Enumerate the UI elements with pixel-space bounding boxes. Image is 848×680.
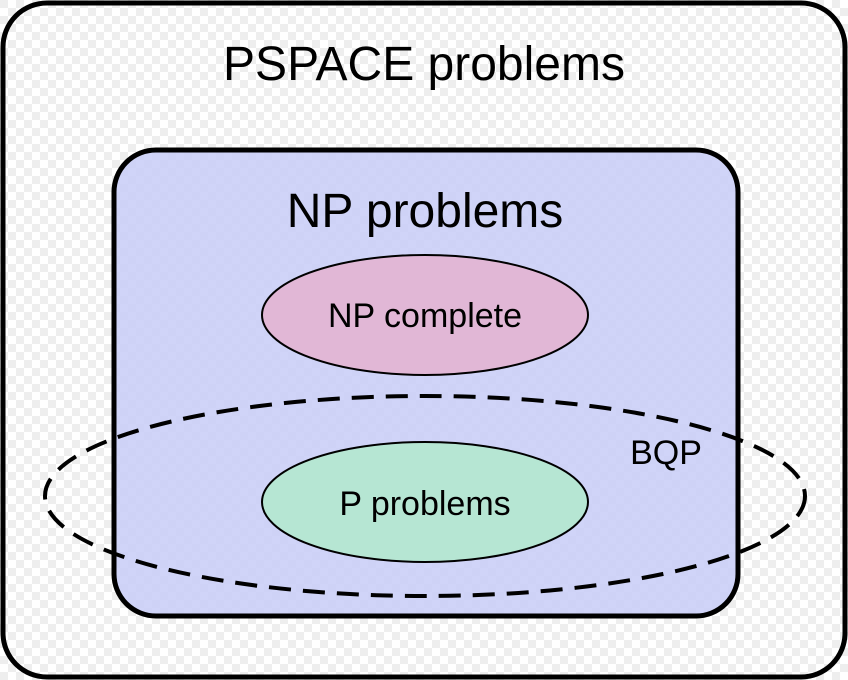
np-label: NP problems	[287, 185, 564, 238]
np-complete-region	[261, 254, 589, 376]
np-complete-label: NP complete	[328, 297, 522, 335]
pspace-label: PSPACE problems	[223, 38, 625, 91]
p-label: P problems	[339, 485, 510, 523]
p-region	[261, 441, 589, 563]
bqp-label: BQP	[630, 434, 702, 472]
bqp-region	[43, 394, 807, 598]
